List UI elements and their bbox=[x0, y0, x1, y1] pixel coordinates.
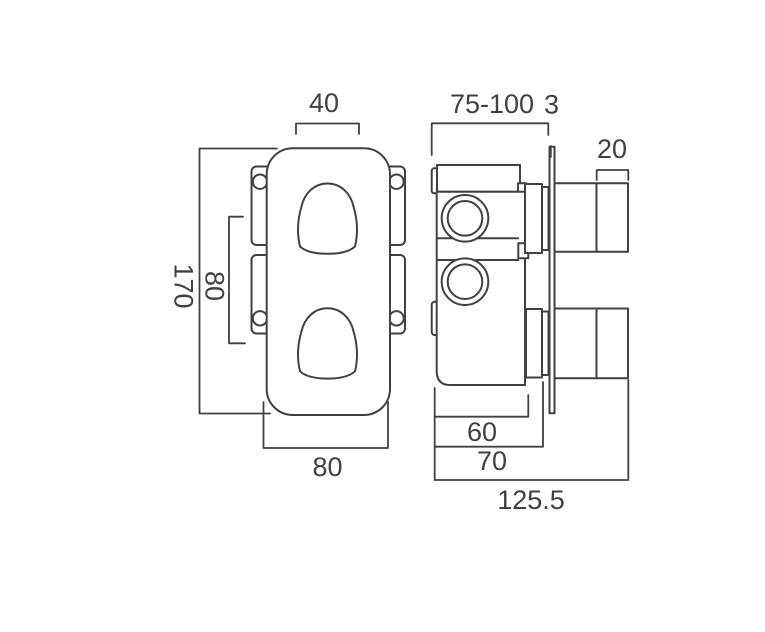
handle-upper-side bbox=[553, 182, 629, 253]
dim-handle-spacing-lines bbox=[228, 215, 246, 345]
dim-cartridge-depth-lines bbox=[433, 381, 544, 448]
dim-overall-height-lines bbox=[198, 147, 278, 415]
dim-body-depth: 60 bbox=[433, 394, 530, 447]
cartridge-flange-upper bbox=[541, 186, 550, 251]
dim-handle-spacing-label: 80 bbox=[200, 271, 230, 301]
dim-handle-depth-label: 20 bbox=[597, 134, 627, 164]
dim-handle-width-label: 40 bbox=[309, 88, 339, 118]
dim-faceplate-width-lines bbox=[262, 401, 389, 449]
cartridge-sleeve-upper bbox=[524, 183, 543, 254]
dim-handle-width-lines bbox=[295, 122, 360, 135]
screw-hole-bottom-right bbox=[388, 310, 405, 327]
dim-faceplate-width-label: 80 bbox=[312, 452, 342, 482]
screw-hole-top-right bbox=[388, 173, 405, 190]
dim-recess-depth-label: 75-100 bbox=[450, 89, 534, 119]
inlet-port-upper-inner bbox=[446, 200, 484, 237]
screw-hole-top-left bbox=[251, 173, 269, 190]
dim-overall-depth: 125.5 bbox=[433, 379, 630, 515]
dim-recess-depth: 75-100 3 bbox=[430, 89, 559, 158]
screw-hole-bottom-left bbox=[251, 310, 269, 327]
dim-cartridge-depth-label: 70 bbox=[477, 446, 507, 476]
body-top-block bbox=[436, 164, 521, 193]
dim-overall-depth-label: 125.5 bbox=[497, 485, 565, 515]
dim-handle-depth-lines bbox=[595, 169, 630, 181]
dim-cartridge-depth: 70 bbox=[433, 381, 544, 476]
dim-handle-depth: 20 bbox=[595, 134, 630, 181]
inlet-port-lower-inner bbox=[446, 263, 484, 301]
dim-handle-spacing: 80 bbox=[200, 215, 246, 345]
handle-lower-front bbox=[297, 307, 358, 380]
dim-overall-depth-lines bbox=[433, 379, 630, 481]
dimension-annotations: 40 170 80 80 75-100 3 20 bbox=[169, 88, 630, 515]
cartridge-flange-lower bbox=[541, 310, 550, 376]
handle-upper-front bbox=[297, 182, 358, 255]
dim-recess-depth-lines bbox=[430, 122, 550, 156]
handle-lower-side bbox=[553, 307, 629, 380]
cartridge-sleeve-lower bbox=[525, 308, 543, 379]
front-view bbox=[250, 147, 406, 417]
dim-body-depth-label: 60 bbox=[467, 417, 497, 447]
dim-overall-height-label: 170 bbox=[169, 263, 199, 308]
dim-faceplate-width: 80 bbox=[262, 401, 389, 482]
dim-body-depth-lines bbox=[433, 394, 530, 418]
side-view bbox=[430, 145, 629, 415]
wall-plate bbox=[548, 145, 556, 415]
dim-overall-height: 170 bbox=[169, 147, 278, 415]
dim-plate-thickness-label: 3 bbox=[544, 90, 559, 120]
dim-handle-width: 40 bbox=[295, 88, 360, 135]
